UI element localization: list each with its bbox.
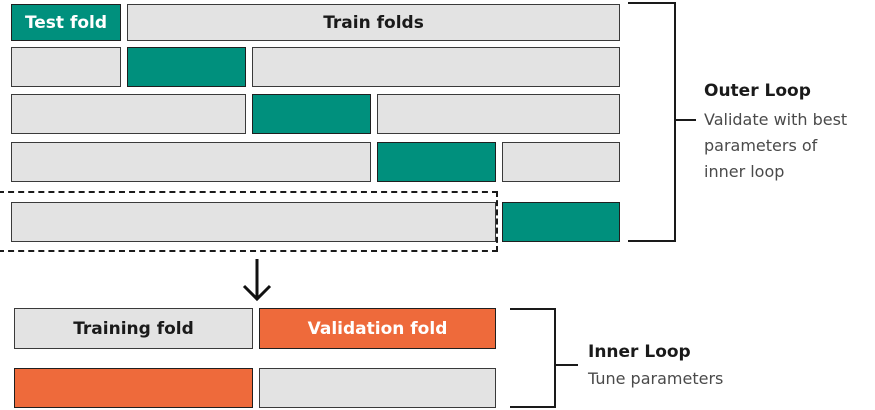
outer-row5-test bbox=[502, 202, 620, 242]
outer-bracket-bottom bbox=[628, 240, 675, 242]
outer-bracket-vertical bbox=[674, 2, 676, 242]
inner-row2-training bbox=[259, 368, 496, 408]
train-folds-label: Train folds bbox=[323, 12, 424, 33]
outer-row4-train-left bbox=[11, 142, 371, 182]
selected-fold-dashed-outline bbox=[0, 191, 498, 252]
outer-row4-test bbox=[377, 142, 496, 182]
test-fold-label: Test fold bbox=[24, 12, 108, 33]
outer-row2-train-left bbox=[11, 47, 121, 87]
inner-bracket-tick bbox=[556, 364, 578, 366]
outer-row3-test bbox=[252, 94, 371, 134]
down-arrow-icon bbox=[242, 259, 272, 302]
outer-row2-test bbox=[127, 47, 246, 87]
outer-row5-train bbox=[11, 202, 496, 242]
outer-bracket-top bbox=[628, 2, 675, 4]
outer-loop-description: Validate with best parameters of inner l… bbox=[704, 110, 848, 181]
outer-bracket-tick bbox=[676, 119, 696, 121]
training-fold-label: Training fold bbox=[73, 318, 194, 339]
inner-bracket-top bbox=[510, 308, 555, 310]
test-fold-block: Test fold bbox=[11, 4, 121, 41]
outer-row4-train-right bbox=[502, 142, 620, 182]
inner-bracket-vertical bbox=[554, 308, 556, 408]
inner-bracket-bottom bbox=[510, 406, 555, 408]
outer-row3-train-left bbox=[11, 94, 246, 134]
outer-row2-train-right bbox=[252, 47, 620, 87]
train-folds-block: Train folds bbox=[127, 4, 620, 41]
inner-loop-description: Tune parameters bbox=[588, 369, 724, 388]
validation-fold-block: Validation fold bbox=[259, 308, 496, 349]
inner-row2-validation bbox=[14, 368, 253, 408]
validation-fold-label: Validation fold bbox=[307, 318, 448, 339]
inner-loop-title: Inner Loop bbox=[588, 342, 691, 362]
training-fold-block: Training fold bbox=[14, 308, 253, 349]
outer-loop-title: Outer Loop bbox=[704, 81, 811, 101]
outer-row3-train-right bbox=[377, 94, 620, 134]
